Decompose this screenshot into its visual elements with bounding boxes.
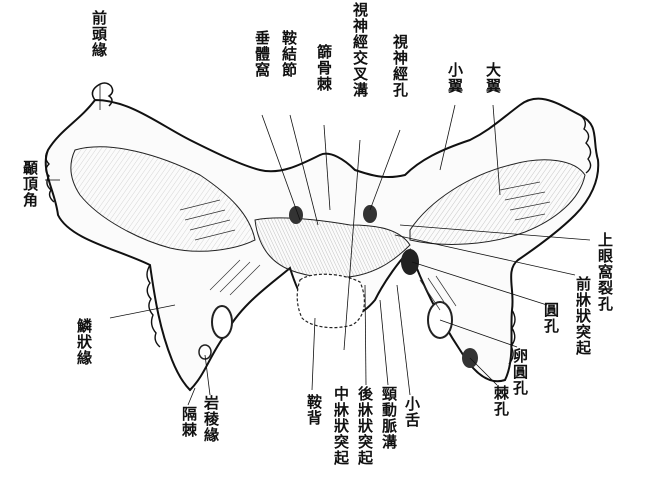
dorsum-sellae <box>297 274 364 327</box>
label-carotid-groove: 頸動脈溝 <box>381 386 397 450</box>
label-lesser-wing: 小翼 <box>447 62 463 94</box>
label-parietal-angle: 顳頂角 <box>22 160 38 208</box>
label-frontal-border: 前頭緣 <box>91 10 107 58</box>
label-ethmoidal-spine: 篩骨棘 <box>316 44 332 92</box>
label-spine: 隔棘 <box>181 406 197 438</box>
label-foramen-spinosum: 棘孔 <box>493 385 509 417</box>
label-foramen-rotundum: 圓孔 <box>543 302 559 334</box>
label-squamosal-border: 鱗狀緣 <box>76 318 92 366</box>
label-chiasmatic-groove: 視神經交叉溝 <box>352 2 368 98</box>
label-optic-foramen: 視神經孔 <box>392 34 408 98</box>
foramen-rotundum <box>401 249 419 275</box>
label-dorsum-sellae: 鞍背 <box>306 394 322 426</box>
label-lingula: 小舌 <box>404 396 420 428</box>
label-superior-orbital-fissure: 上眼窩裂孔 <box>597 232 613 312</box>
label-greater-wing: 大翼 <box>485 62 501 94</box>
label-middle-clinoid-process: 中牀狀突起 <box>333 386 349 466</box>
label-tuberculum-sellae: 鞍結節 <box>281 30 297 78</box>
left-foramen <box>212 306 232 338</box>
label-anterior-clinoid-process: 前牀狀突起 <box>575 276 591 356</box>
label-hypophyseal-fossa: 垂體窩 <box>254 30 270 78</box>
label-petrosal-border: 岩稜緣 <box>203 395 219 443</box>
label-foramen-ovale: 卵圓孔 <box>512 348 528 396</box>
label-posterior-clinoid-process: 後牀狀突起 <box>357 386 373 466</box>
optic-canal-right <box>363 205 377 223</box>
